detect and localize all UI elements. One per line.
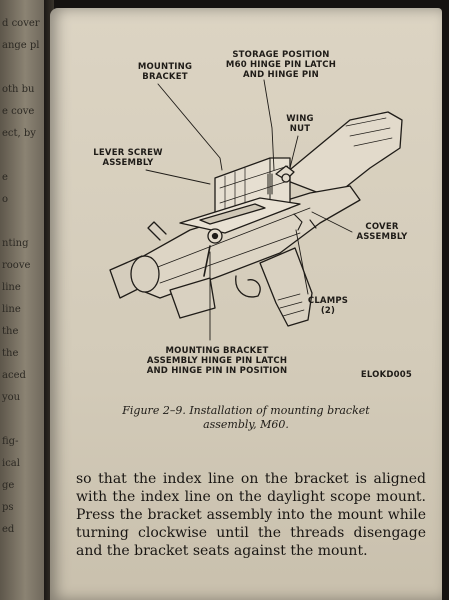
left-page-text-fragment: ange pl (2, 40, 40, 51)
callout-wing-nut: WING NUT (286, 114, 314, 134)
callout-hinge-pin-in-position: MOUNTING BRACKET ASSEMBLY HINGE PIN LATC… (146, 346, 288, 376)
left-page-text-fragment: line (2, 282, 21, 293)
left-page-text-fragment: oth bu (2, 84, 35, 95)
m60-bracket-illustration (109, 79, 403, 341)
left-page-text-fragment: ge (2, 480, 15, 491)
left-page-text-fragment: o (2, 194, 9, 205)
left-page-text-fragment: d cover (2, 18, 40, 29)
left-page-text-fragment: the (2, 348, 19, 359)
left-page-text-fragment: ical (2, 458, 20, 469)
left-page-text-fragment: ps (2, 502, 14, 513)
left-page-text-fragment: line (2, 304, 21, 315)
book-page: MOUNTING BRACKET STORAGE POSITION M60 HI… (50, 8, 442, 600)
body-paragraph: so that the index line on the bracket is… (76, 471, 426, 559)
left-page-text-fragment: the (2, 326, 19, 337)
left-page-text-fragment: fig- (2, 436, 19, 447)
figure-caption: Figure 2–9. Installation of mounting bra… (122, 404, 370, 431)
left-page-text-fragment: roove (2, 260, 31, 271)
left-page-text-fragment: ed (2, 524, 15, 535)
left-page-text-fragment: nting (2, 238, 29, 249)
left-page-text-fragment: ect, by (2, 128, 36, 139)
callout-lever-screw-assembly: LEVER SCREW ASSEMBLY (93, 148, 163, 168)
callout-clamps: CLAMPS (2) (307, 296, 349, 316)
callout-cover-assembly: COVER ASSEMBLY (356, 222, 408, 242)
book-spine (44, 0, 54, 600)
figure-code: ELOKD005 (360, 370, 412, 380)
left-page-text-fragment: aced (2, 370, 26, 381)
callout-mounting-bracket: MOUNTING BRACKET (137, 62, 193, 82)
left-page-text-fragment: e cove (2, 106, 35, 117)
left-page-text-fragment: e (2, 172, 8, 183)
left-page-text-fragment: you (2, 392, 21, 403)
callout-storage-position: STORAGE POSITION M60 HINGE PIN LATCH AND… (225, 50, 337, 80)
figure-2-9: MOUNTING BRACKET STORAGE POSITION M60 HI… (50, 8, 442, 448)
